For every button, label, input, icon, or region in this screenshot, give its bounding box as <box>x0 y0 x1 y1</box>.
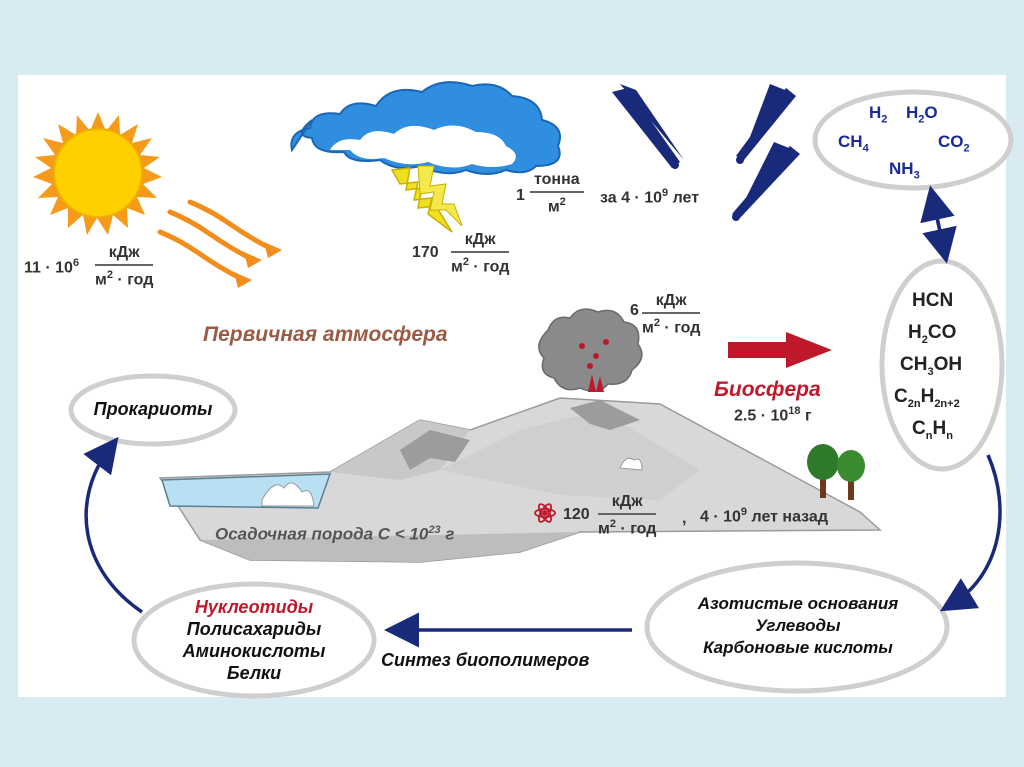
volcano-energy-unit: кДж м2 · год <box>642 292 701 337</box>
sediment-label: Осадочная порода С < 1023 г <box>215 524 455 544</box>
organic-cnhn: CnHn <box>912 418 953 442</box>
lightning-energy-coef: 170 <box>412 244 439 261</box>
arrow-icon <box>728 332 832 368</box>
radioactive-energy-unit: кДж м2 · год <box>598 493 657 538</box>
sun-energy-coef: 11 · 106 <box>24 257 80 277</box>
radioactive-energy-coef: 120 <box>563 506 590 523</box>
prokaryotes-label: Прокариоты <box>93 399 213 419</box>
organic-cnh2n2: C2nH2n+2 <box>894 386 960 410</box>
gas-nh3: NH3 <box>889 159 920 182</box>
gas-co2: CO2 <box>938 132 970 155</box>
polymers-list: Нуклеотиды Полисахариды Аминокислоты Бел… <box>144 596 364 684</box>
volcano-icon <box>538 308 643 392</box>
biosphere-mass: 2.5 · 1018 г <box>734 405 812 425</box>
mountains-icon <box>158 397 882 563</box>
monomer-carboxylic-acids: Карбоновые кислоты <box>703 638 893 657</box>
radioactive-age: 4 · 109 лет назад <box>700 506 828 526</box>
cycle-arrows <box>83 185 1002 648</box>
biosphere-label: Биосфера <box>714 378 821 401</box>
prokaryotes-oval <box>68 373 238 447</box>
gases-oval <box>812 89 1014 191</box>
sun-ray-arrows-icon <box>157 199 282 288</box>
meteor-icon <box>612 84 800 221</box>
gas-h2o: H2O <box>906 103 938 126</box>
atom-icon <box>534 503 556 523</box>
cloud-icon <box>290 81 561 175</box>
lightning-icon <box>390 165 463 233</box>
polymer-nucleotides: Нуклеотиды <box>194 597 314 617</box>
radioactive-separator: , <box>682 510 687 527</box>
monomers-list: Азотистые основания Углеводы Карбоновые … <box>660 593 936 659</box>
lightning-energy-unit: кДж м2 · год <box>451 231 510 276</box>
meteor-period: за 4 · 109 лет <box>600 187 700 207</box>
meteor-unit: тонна м2 <box>530 172 584 215</box>
monomer-nitrogen-bases: Азотистые основания <box>697 594 899 613</box>
gas-h2: H2 <box>869 103 888 126</box>
monomer-carbohydrates: Углеводы <box>755 616 841 635</box>
sun-icon <box>33 112 162 235</box>
monomers-oval <box>644 560 950 694</box>
meteor-coef: 1 <box>516 187 525 204</box>
organic-ch3oh: CH3OH <box>900 354 963 378</box>
synthesis-label: Синтез биополимеров <box>381 650 590 670</box>
polymers-oval <box>131 581 377 699</box>
organic-hcn: HCN <box>912 290 954 311</box>
gas-ch4: CH4 <box>838 132 869 155</box>
polymer-polysaccharides: Полисахариды <box>186 619 322 639</box>
volcano-energy-coef: 6 <box>630 302 639 319</box>
sun-energy-unit: кДж м2 · год <box>95 244 154 289</box>
polymer-proteins: Белки <box>226 663 282 683</box>
polymer-amino-acids: Аминокислоты <box>182 641 326 661</box>
primary-atmosphere-label: Первичная атмосфера <box>203 323 448 346</box>
organic-h2co: H2CO <box>908 322 957 346</box>
trees-icon <box>807 444 865 500</box>
